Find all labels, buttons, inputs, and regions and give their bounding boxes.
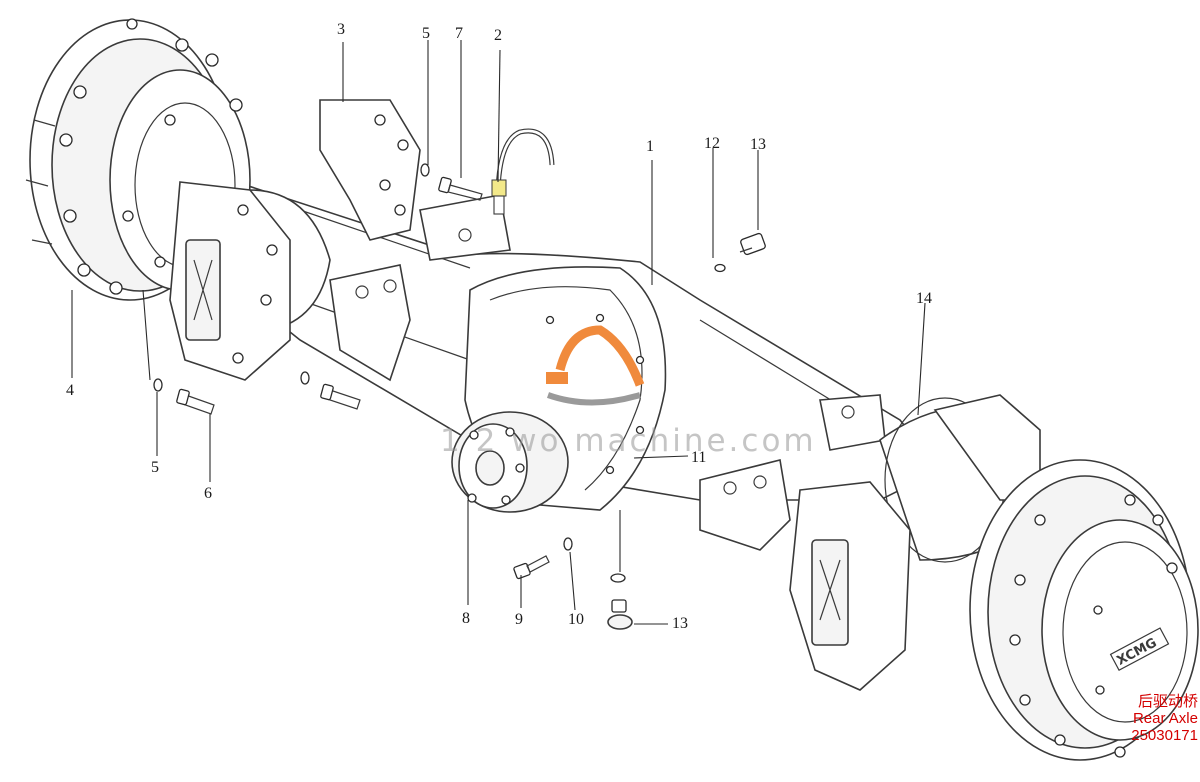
bolt-6	[153, 378, 215, 415]
caption-part-number: 25030171	[1131, 727, 1198, 744]
center-right-bracket	[699, 394, 886, 551]
callout-10: 10	[568, 611, 584, 628]
breather-pipe	[491, 128, 555, 215]
callout-12: 12	[704, 135, 720, 152]
upper-mount-bracket	[319, 99, 511, 261]
callout-8: 8	[462, 610, 470, 627]
bolt-7	[420, 163, 483, 201]
right-wheel-hub: XCMG	[969, 459, 1199, 761]
caption-chinese: 后驱动桥	[1137, 693, 1198, 710]
callout-5-lower: 5	[151, 459, 159, 476]
callout-5-upper: 5	[422, 25, 430, 42]
site-watermark: 1 2 wo machine.com	[440, 423, 817, 459]
center-left-bracket	[329, 264, 411, 382]
bolt-lower-left	[300, 371, 361, 410]
bolt-9	[513, 537, 573, 580]
callout-14: 14	[916, 290, 932, 307]
callout-9: 9	[515, 611, 523, 628]
callout-1: 1	[646, 138, 654, 155]
callout-4: 4	[66, 382, 74, 399]
left-brake-caliper	[169, 181, 291, 381]
callout-7: 7	[455, 25, 463, 42]
drain-plug-13	[607, 573, 633, 630]
brand-logo-overlay	[546, 325, 645, 406]
differential-carrier	[451, 266, 667, 513]
right-brake-caliper	[789, 481, 911, 691]
callout-13-lower: 13	[672, 615, 688, 632]
plug-13-upper	[714, 232, 766, 273]
callout-2: 2	[494, 27, 502, 44]
callout-3: 3	[337, 21, 345, 38]
callout-6: 6	[204, 485, 212, 502]
caption-english: Rear Axle	[1132, 710, 1198, 727]
leader-lines	[71, 40, 926, 625]
callout-13-upper: 13	[750, 136, 766, 153]
callout-11: 11	[691, 449, 707, 466]
